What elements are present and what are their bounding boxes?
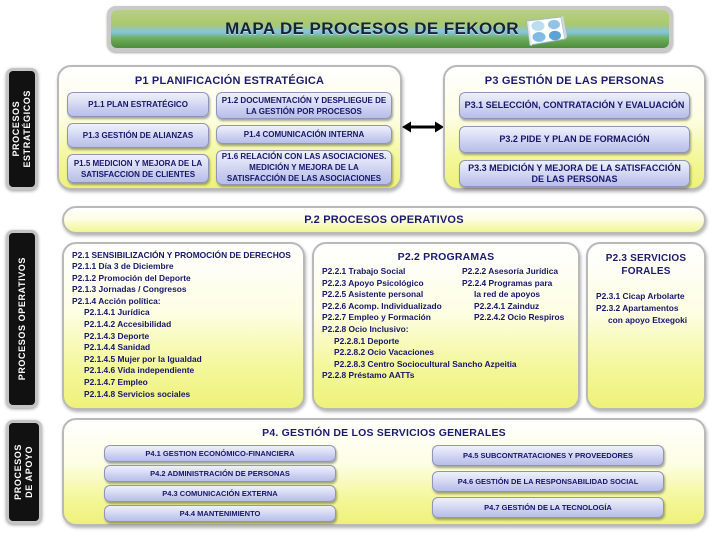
panel-p3-title: P3 GESTIÓN DE LAS PERSONAS [484, 75, 665, 87]
list-item-p22-full-1: P2.2.8.1 Deporte [334, 335, 400, 346]
list-item-p21-10: P2.1.4.7 Empleo [84, 376, 148, 387]
list-item-p22-right-1: P2.2.4 Programas para [462, 277, 553, 288]
panel-p23-servicios-forales: P2.3 SERVICIOS FORALES P2.3.1 Cicap Arbo… [586, 242, 706, 410]
panel-p4-column-right: P4.5 SUBCONTRATACIONES Y PROVEEDORES P4.… [432, 445, 664, 522]
panel-p1-grid: P1.1 PLAN ESTRATÉGICO P1.3 GESTIÓN DE AL… [67, 92, 392, 185]
process-box-p1-2[interactable]: P1.2 DOCUMENTACIÓN Y DESPLIEGUE DE LA GE… [216, 92, 392, 119]
panel-p1-planificacion-estrategica: P1 PLANIFICACIÓN ESTRATÉGICA P1.1 PLAN E… [57, 65, 402, 190]
panel-p1-column-right: P1.2 DOCUMENTACIÓN Y DESPLIEGUE DE LA GE… [216, 92, 392, 185]
panel-p21-title: P2.1 SENSIBILIZACIÓN Y PROMOCIÓN DE DERE… [72, 250, 291, 260]
process-box-p3-3[interactable]: P3.3 MEDICIÓN Y MEJORA DE LA SATISFACCIÓ… [459, 160, 690, 187]
list-item-p21-11: P2.1.4.8 Servicios sociales [84, 388, 191, 399]
list-item-p22-full-3: P2.2.8.3 Centro Sociocultural Sancho Azp… [334, 358, 517, 369]
list-item-p22-right-4: P2.2.4.2 Ocio Respiros [474, 312, 565, 323]
double-headed-arrow-icon [402, 121, 444, 133]
list-item-p21-7: P2.1.4.4 Sanidad [84, 342, 151, 353]
list-item-p22-right-2: la red de apoyos [474, 289, 541, 300]
panel-p4-column-left: P4.1 GESTION ECONÓMICO-FINANCIERA P4.2 A… [104, 445, 336, 522]
list-item-p23-0: P2.3.1 Cicap Arbolarte [596, 291, 685, 301]
process-box-p4-7[interactable]: P4.7 GESTIÓN DE LA TECNOLOGÍA [432, 497, 664, 518]
process-box-p3-1[interactable]: P3.1 SELECCIÓN, CONTRATACIÓN Y EVALUACIÓ… [459, 92, 690, 119]
list-item-p22-left-1: P2.2.3 Apoyo Psicológico [322, 277, 424, 288]
list-item-p22-left-2: P2.2.5 Asistente personal [322, 289, 424, 300]
panel-p2-header-title: P.2 PROCESOS OPERATIVOS [304, 214, 464, 226]
list-item-p21-4: P2.1.4.1 Jurídica [84, 307, 150, 318]
sidebar-item-procesos-estrategicos[interactable]: PROCESOS ESTRATÉGICOS [6, 68, 38, 190]
list-item-p22-left-0: P2.2.1 Trabajo Social [322, 266, 406, 276]
panel-p2-header: P.2 PROCESOS OPERATIVOS [62, 206, 706, 234]
process-box-p1-6[interactable]: P1.6 RELACIÓN CON LAS ASOCIACIONES. MEDI… [216, 150, 392, 185]
list-item-p21-2: P2.1.3 Jornadas / Congresos [72, 284, 187, 295]
panel-p4-servicios-generales: P4. GESTIÓN DE LOS SERVICIOS GENERALES P… [62, 418, 706, 526]
panel-p3-gestion-de-las-personas: P3 GESTIÓN DE LAS PERSONAS P3.1 SELECCIÓ… [443, 65, 706, 190]
title-banner: MAPA DE PROCESOS DE FEKOOR [107, 6, 673, 52]
list-item-p22-right-0: P2.2.2 Asesoría Jurídica [462, 266, 559, 276]
panel-p21-sensibilizacion: P2.1 SENSIBILIZACIÓN Y PROMOCIÓN DE DERE… [62, 242, 305, 410]
panel-p23-title: P2.3 SERVICIOS FORALES [605, 253, 687, 277]
list-item-p23-2: con apoyo Etxegoki [608, 315, 688, 325]
title-banner-inner: MAPA DE PROCESOS DE FEKOOR [111, 10, 669, 48]
process-box-p4-4[interactable]: P4.4 MANTENIMIENTO [104, 505, 336, 522]
process-box-p4-5[interactable]: P4.5 SUBCONTRATACIONES Y PROVEEDORES [432, 445, 664, 466]
list-item-p21-0: P2.1.1 Día 3 de Diciembre [72, 261, 174, 271]
process-box-p4-2[interactable]: P4.2 ADMINISTRACIÓN DE PERSONAS [104, 465, 336, 482]
process-box-p4-6[interactable]: P4.6 GESTIÓN DE LA RESPONSABILIDAD SOCIA… [432, 471, 664, 492]
sidebar-item-label: PROCESOS OPERATIVOS [16, 257, 27, 381]
process-box-p4-1[interactable]: P4.1 GESTION ECONÓMICO-FINANCIERA [104, 445, 336, 462]
panel-p1-title: P1 PLANIFICACIÓN ESTRATÉGICA [134, 75, 325, 87]
list-item-p22-full-4: P2.2.8 Préstamo AATTs [322, 370, 415, 381]
list-item-p21-1: P2.1.2 Promoción del Deporte [72, 272, 191, 283]
panel-p1-column-left: P1.1 PLAN ESTRATÉGICO P1.3 GESTIÓN DE AL… [67, 92, 209, 185]
sidebar-item-label: PROCESOS ESTRATÉGICOS [11, 90, 32, 168]
list-item-p21-6: P2.1.4.3 Deporte [84, 330, 150, 341]
list-item-p21-8: P2.1.4.5 Mujer por la Igualdad [84, 353, 202, 364]
panel-p4-grid: P4.1 GESTION ECONÓMICO-FINANCIERA P4.2 A… [74, 445, 694, 522]
list-item-p21-9: P2.1.4.6 Vida independiente [84, 365, 195, 376]
list-item-p22-full-0: P2.2.8 Ocio Inclusivo: [322, 323, 409, 334]
four-dots-tile-icon [526, 16, 567, 46]
process-box-p4-3[interactable]: P4.3 COMUNICACIÓN EXTERNA [104, 485, 336, 502]
panel-p22-title: P2.2 PROGRAMAS [397, 251, 495, 263]
sidebar-item-procesos-operativos[interactable]: PROCESOS OPERATIVOS [6, 230, 38, 408]
list-item-p22-left-4: P2.2.7 Empleo y Formación [322, 312, 431, 323]
process-box-p1-5[interactable]: P1.5 MEDICION Y MEJORA DE LA SATISFACCIO… [67, 154, 209, 183]
list-item-p21-3: P2.1.4 Acción política: [72, 295, 161, 306]
list-item-p22-left-3: P2.2.6 Acomp. Individualizado [322, 300, 442, 311]
list-item-p21-5: P2.1.4.2 Accesibilidad [84, 318, 172, 329]
list-item-p22-full-2: P2.2.8.2 Ocio Vacaciones [334, 347, 435, 358]
list-item-p23-1: P2.3.2 Apartamentos [596, 303, 679, 313]
page-title: MAPA DE PROCESOS DE FEKOOR [225, 19, 519, 38]
panel-p4-title: P4. GESTIÓN DE LOS SERVICIOS GENERALES [262, 427, 506, 439]
list-item-p22-right-3: P2.2.4.1 Zainduz [474, 300, 540, 311]
process-box-p1-4[interactable]: P1.4 COMUNICACIÓN INTERNA [216, 125, 392, 144]
panel-p3-list: P3.1 SELECCIÓN, CONTRATACIÓN Y EVALUACIÓ… [453, 92, 696, 187]
process-box-p1-1[interactable]: P1.1 PLAN ESTRATÉGICO [67, 92, 209, 117]
process-box-p3-2[interactable]: P3.2 PIDE Y PLAN DE FORMACIÓN [459, 126, 690, 153]
sidebar-item-procesos-de-apoyo[interactable]: PROCESOS DE APOYO [6, 420, 42, 524]
sidebar-item-label: PROCESOS DE APOYO [13, 444, 34, 500]
process-box-p1-3[interactable]: P1.3 GESTIÓN DE ALIANZAS [67, 123, 209, 148]
